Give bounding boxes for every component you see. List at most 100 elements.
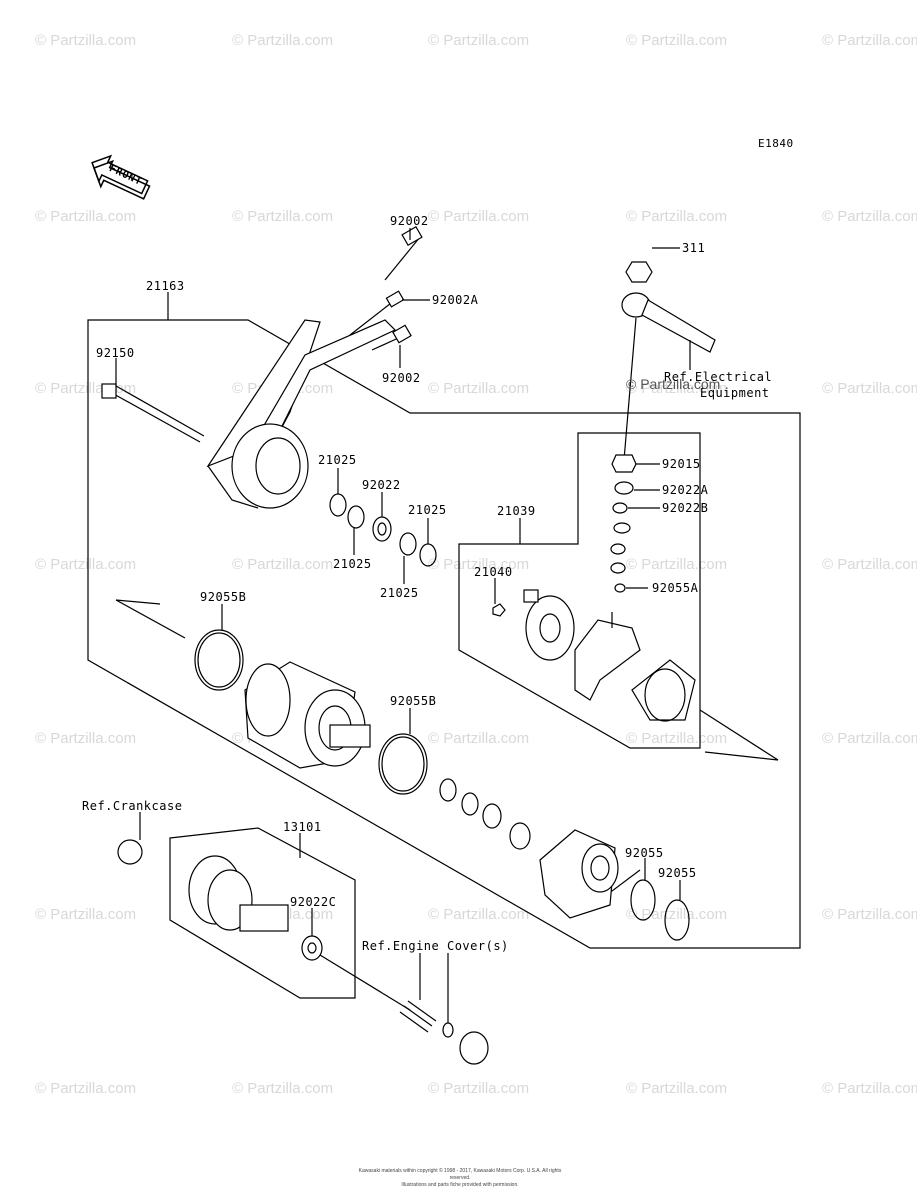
- bushing-crankcase: [117, 839, 143, 865]
- label-ref-electrical-2: Equipment: [700, 386, 770, 400]
- watermark: © Partzilla.com: [626, 208, 728, 225]
- arrow-head-right: [704, 751, 779, 761]
- label-92055B-b: 92055B: [390, 694, 437, 708]
- label-21163: 21163: [146, 279, 185, 293]
- washer-92022C: [301, 935, 323, 961]
- label-21040: 21040: [474, 565, 513, 579]
- shim-21025-c: [399, 532, 417, 556]
- copyright-line-1: Kawasaki materials within copyright © 19…: [358, 1168, 562, 1181]
- overlay-watermark: © Partzilla.com: [626, 376, 721, 392]
- bolt-92002-bottom: [371, 324, 412, 351]
- label-ref-engine-cover: Ref.Engine Cover(s): [362, 939, 509, 953]
- watermark: © Partzilla.com: [626, 556, 728, 573]
- label-92022: 92022: [362, 478, 401, 492]
- watermark: © Partzilla.com: [822, 1080, 917, 1097]
- small-washer: [442, 1022, 454, 1038]
- diagram-code: E1840: [758, 137, 794, 150]
- watermark: © Partzilla.com: [822, 906, 917, 923]
- watermark: © Partzilla.com: [626, 1080, 728, 1097]
- watermark: © Partzilla.com: [428, 906, 530, 923]
- bolt-92002-top: [384, 225, 423, 281]
- shim-21025-b: [347, 505, 365, 529]
- watermark: © Partzilla.com: [822, 32, 917, 49]
- spring: [399, 1000, 437, 1033]
- bolt-92002A: [349, 290, 405, 336]
- nut-92015: [611, 454, 637, 473]
- label-ref-electrical-1: Ref.Electrical: [664, 370, 773, 384]
- front-arrow-icon: [91, 154, 151, 200]
- watermark: © Partzilla.com: [822, 380, 917, 397]
- assembly-line-right: [699, 709, 779, 761]
- watermark: © Partzilla.com: [626, 380, 728, 397]
- assembly-line-left: [115, 599, 186, 639]
- group-outline-13101: [169, 827, 356, 999]
- label-13101: 13101: [283, 820, 322, 834]
- washer-92022: [372, 516, 392, 542]
- brush-21040: [492, 603, 506, 617]
- watermark: © Partzilla.com: [428, 380, 530, 397]
- o-ring-92055-b: [664, 899, 690, 941]
- washer-92022B: [612, 502, 628, 514]
- o-ring-92055B-a: [194, 629, 244, 691]
- label-21025-a: 21025: [318, 453, 357, 467]
- copyright-line-2: Illustrations and parts fiche provided w…: [401, 1182, 519, 1188]
- label-92002-bottom: 92002: [382, 371, 421, 385]
- label-92055B-a: 92055B: [200, 590, 247, 604]
- watermark: © Partzilla.com: [428, 730, 530, 747]
- starter-clutch-13101: [188, 855, 289, 932]
- label-21025-b: 21025: [408, 503, 447, 517]
- label-92022A: 92022A: [662, 483, 709, 497]
- watermark: © Partzilla.com: [626, 906, 728, 923]
- label-92022B: 92022B: [662, 501, 709, 515]
- washer-92022A: [614, 481, 634, 495]
- nut-311: [625, 261, 653, 283]
- o-ring-92055B-b: [378, 733, 428, 795]
- watermark: © Partzilla.com: [822, 208, 917, 225]
- watermark: © Partzilla.com: [232, 208, 334, 225]
- arrow-head-left: [115, 599, 161, 605]
- o-ring-92055-a: [630, 879, 656, 921]
- label-92055-a: 92055: [625, 846, 664, 860]
- watermark: © Partzilla.com: [35, 730, 137, 747]
- o-ring-92055A: [614, 583, 626, 593]
- watermark: © Partzilla.com: [428, 208, 530, 225]
- end-cover: [539, 829, 619, 919]
- shim-21025-d: [419, 543, 437, 567]
- watermark: © Partzilla.com: [232, 1080, 334, 1097]
- copyright-notice: Kawasaki materials within copyright © 19…: [350, 1168, 570, 1189]
- watermark: © Partzilla.com: [626, 730, 728, 747]
- watermark: © Partzilla.com: [35, 1080, 137, 1097]
- watermark: © Partzilla.com: [822, 556, 917, 573]
- watermark: © Partzilla.com: [35, 556, 137, 573]
- group-outline-21039: [458, 432, 701, 749]
- label-21025-c: 21025: [333, 557, 372, 571]
- watermark: © Partzilla.com: [232, 32, 334, 49]
- label-92002-top: 92002: [390, 214, 429, 228]
- label-ref-crankcase: Ref.Crankcase: [82, 799, 183, 813]
- watermark: © Partzilla.com: [822, 730, 917, 747]
- group-outline-21163: [87, 319, 801, 949]
- starter-motor-body: [244, 661, 371, 769]
- watermark: © Partzilla.com: [428, 1080, 530, 1097]
- label-92015: 92015: [662, 457, 701, 471]
- bushing-engine-cover: [459, 1031, 489, 1065]
- watermark: © Partzilla.com: [428, 32, 530, 49]
- watermark: © Partzilla.com: [35, 32, 137, 49]
- shim-21025-a: [329, 493, 347, 517]
- bracket-cup: [231, 423, 309, 509]
- label-92055-b: 92055: [658, 866, 697, 880]
- terminal-lead: [621, 292, 716, 353]
- brush-plate-21039: [523, 589, 696, 722]
- label-311: 311: [682, 241, 706, 255]
- watermark: © Partzilla.com: [35, 906, 137, 923]
- label-92150: 92150: [96, 346, 135, 360]
- label-92002A: 92002A: [432, 293, 479, 307]
- label-21025-d: 21025: [380, 586, 419, 600]
- label-92055A: 92055A: [652, 581, 699, 595]
- watermark: © Partzilla.com: [232, 556, 334, 573]
- label-92022C: 92022C: [290, 895, 337, 909]
- label-21039: 21039: [497, 504, 536, 518]
- bolt-92150: [101, 383, 205, 443]
